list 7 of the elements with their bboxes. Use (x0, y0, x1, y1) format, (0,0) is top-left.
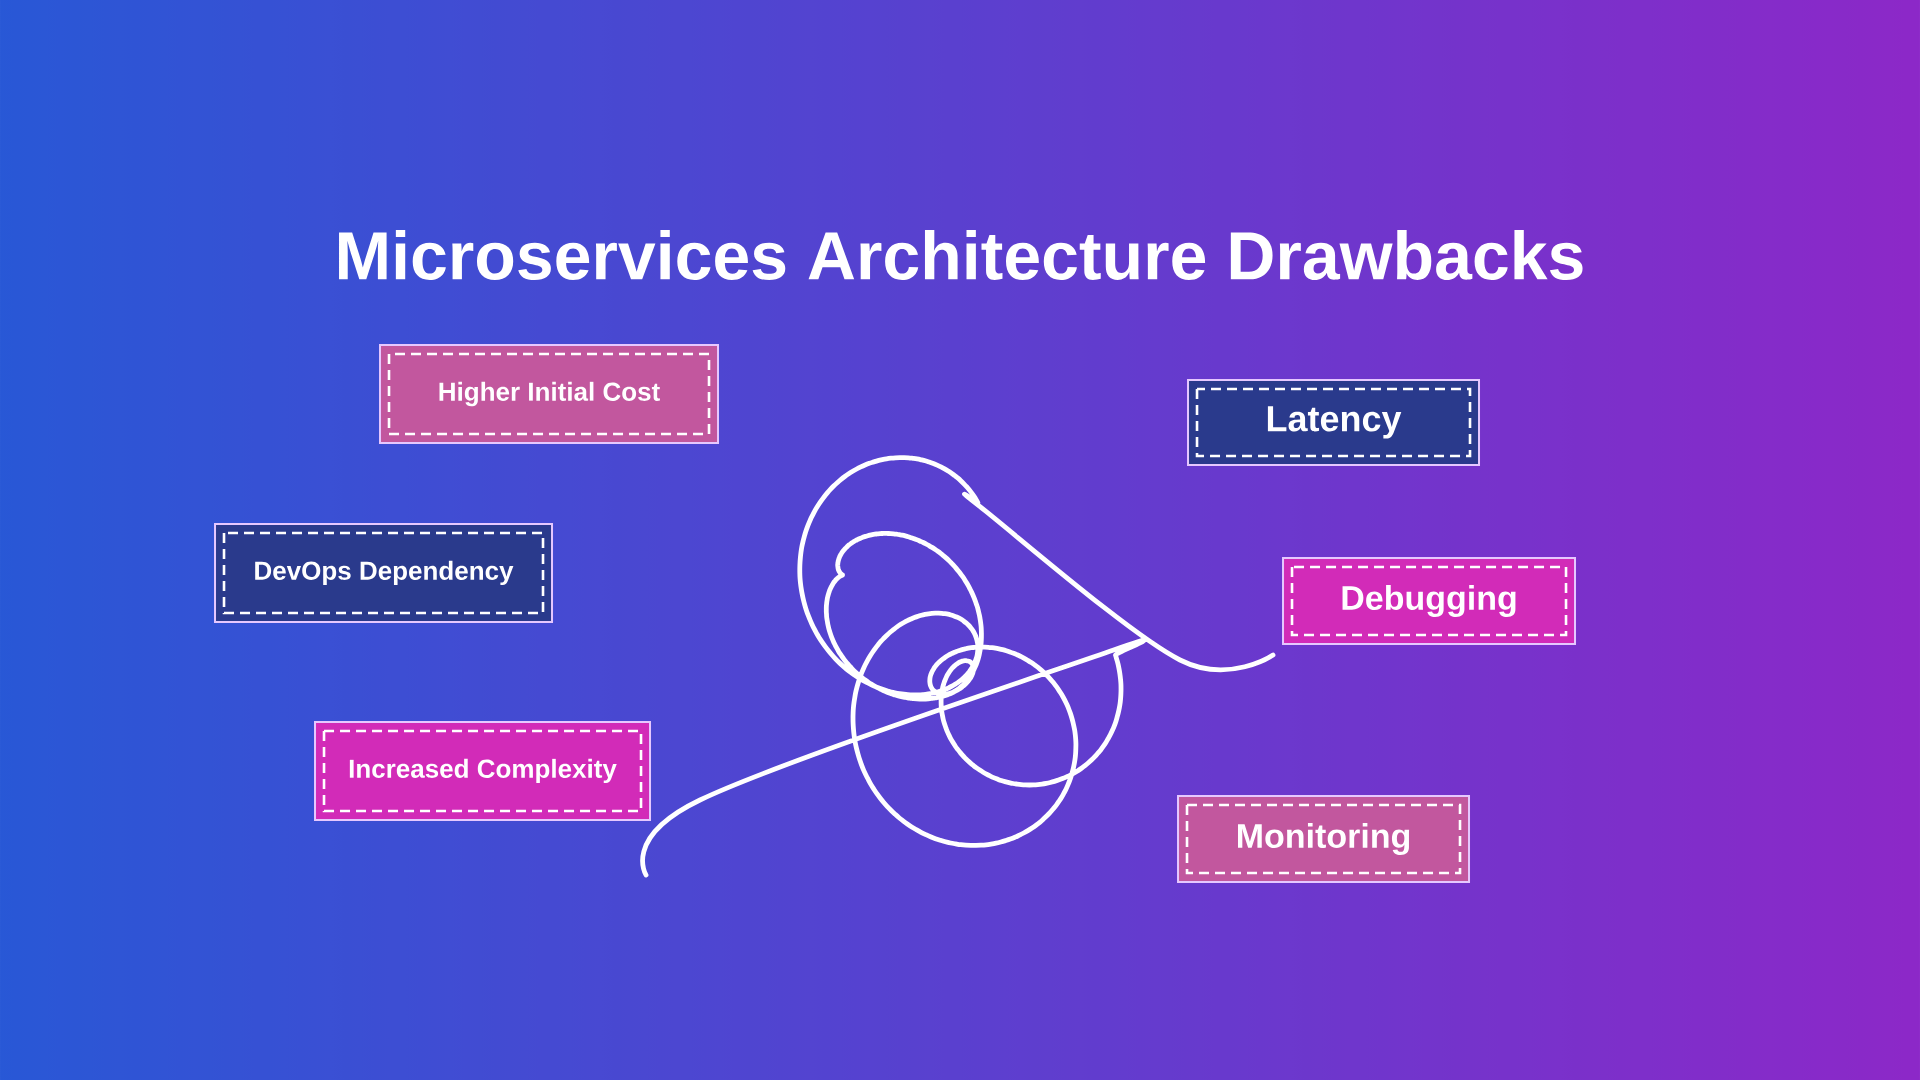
label-box: DevOps Dependency (214, 523, 553, 623)
title: Microservices Architecture Drawbacks (339, 230, 1583, 280)
label-box: Monitoring (1177, 795, 1470, 883)
label-box: Higher Initial Cost (379, 344, 719, 444)
label-box: Debugging (1282, 557, 1576, 645)
label-box: Latency (1187, 379, 1480, 466)
label-box: Increased Complexity (314, 721, 651, 821)
